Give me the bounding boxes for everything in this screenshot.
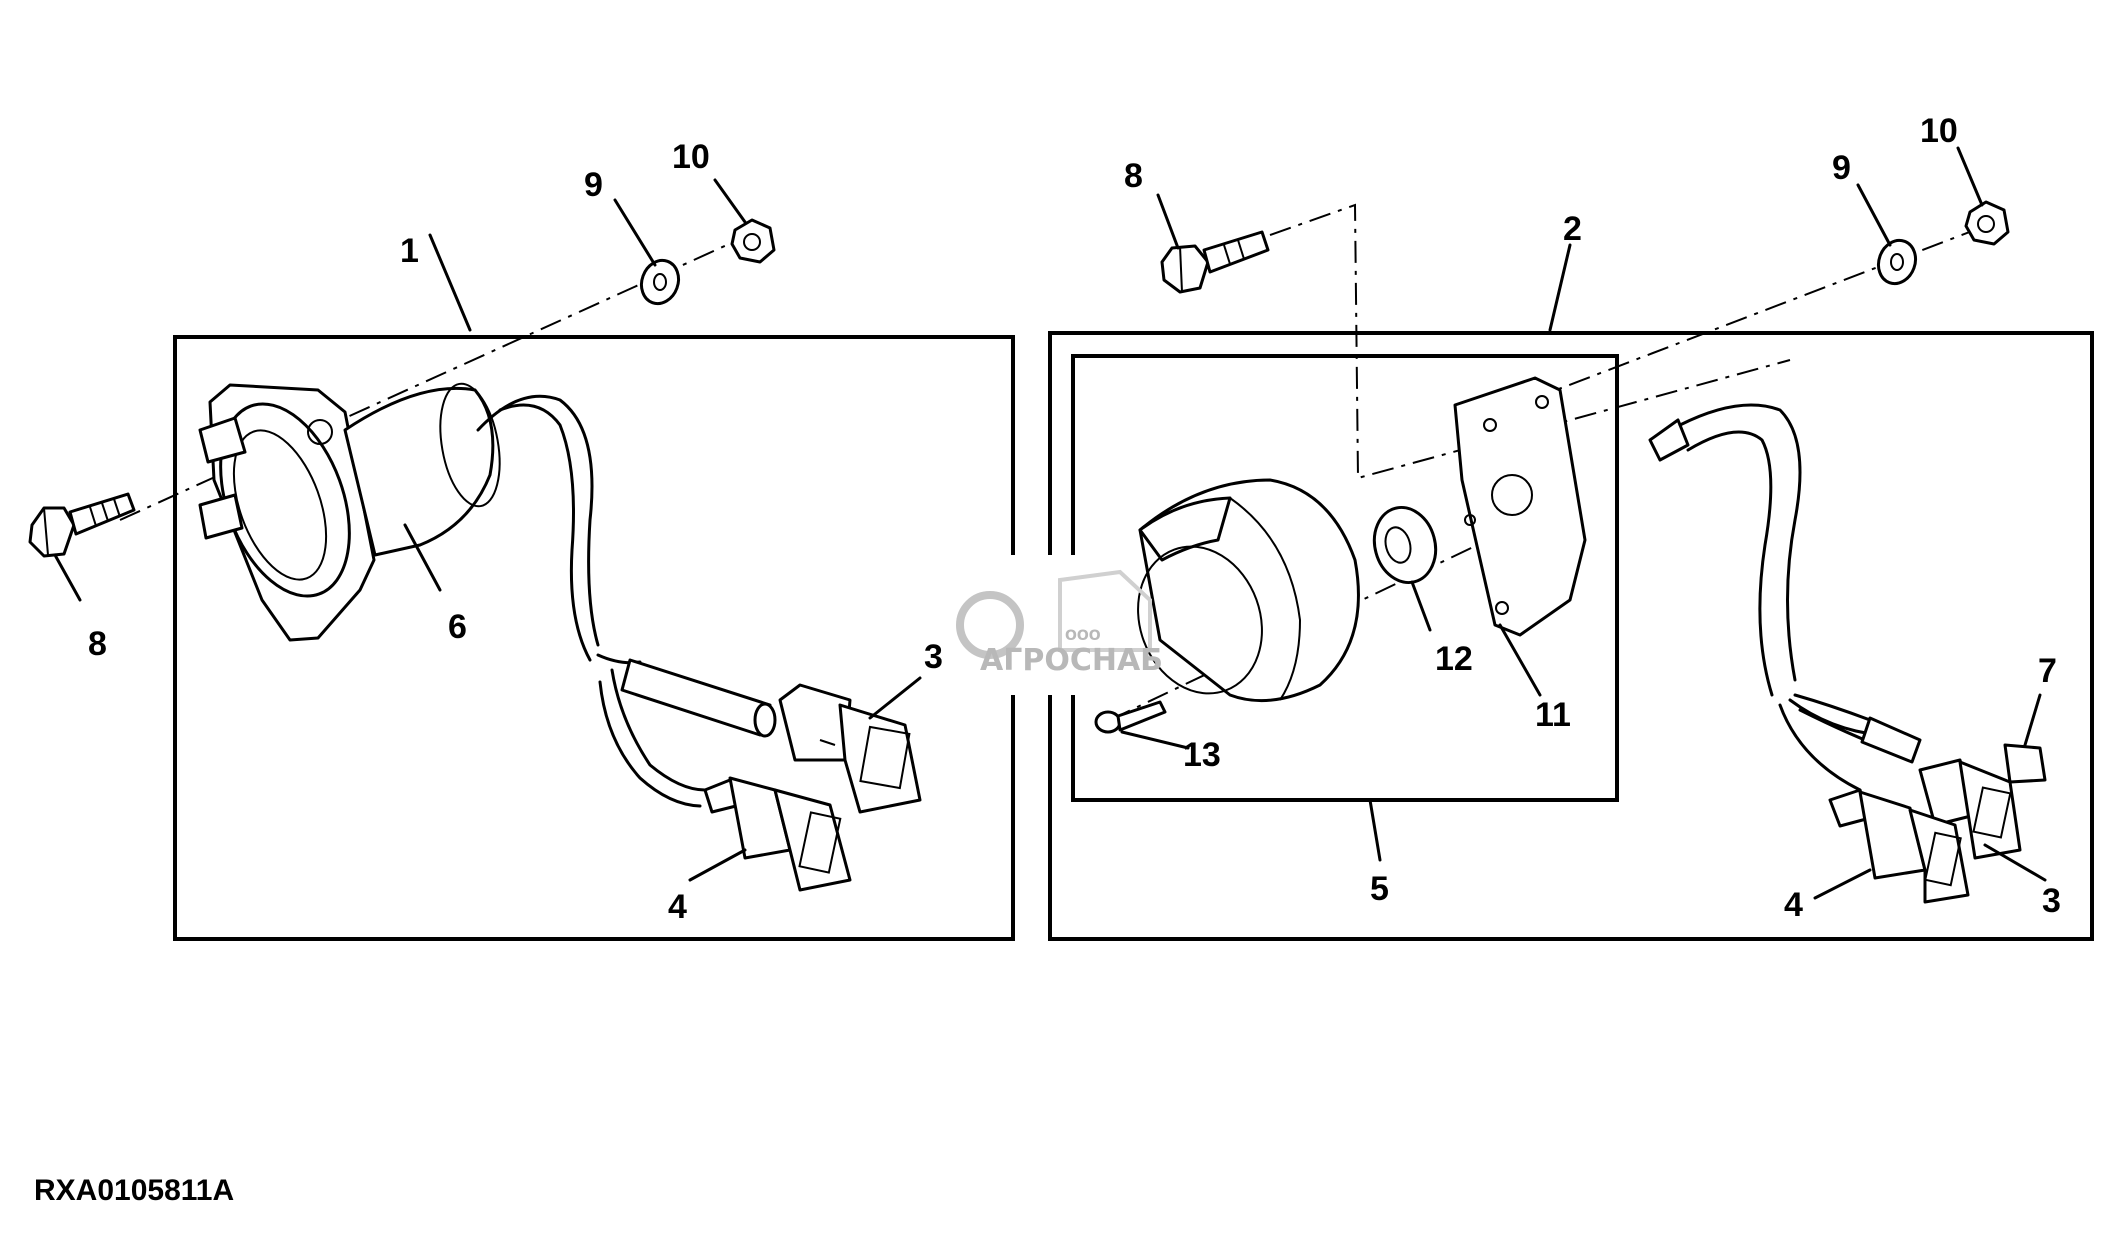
callout-6: 6 <box>448 608 467 646</box>
right-cap-icon <box>1860 716 2047 784</box>
right-nut-line <box>1529 227 1981 401</box>
callout-9-right: 9 <box>1832 149 1851 187</box>
watermark-prefix: ООО <box>1065 628 1101 644</box>
callout-4-right: 4 <box>1784 886 1803 924</box>
left-nut-icon <box>730 218 776 264</box>
callout-10-right: 10 <box>1920 112 1958 150</box>
callout-3-left: 3 <box>924 638 943 676</box>
right-grommet-icon <box>1372 505 1438 585</box>
callout-8-left: 8 <box>88 625 107 663</box>
left-connector-3-icon <box>778 683 922 814</box>
callout-1: 1 <box>400 232 419 270</box>
callout-5: 5 <box>1370 870 1389 908</box>
right-connector-3-icon <box>1918 758 2022 860</box>
callout-11: 11 <box>1535 696 1571 734</box>
right-socket-housing-icon <box>1137 478 1360 703</box>
callout-10-left: 10 <box>672 138 710 176</box>
left-washer-icon <box>639 258 681 306</box>
right-mounting-plate-icon <box>1453 376 1587 637</box>
left-splice-sleeve-icon <box>620 658 777 738</box>
right-nut-icon <box>1964 200 2010 246</box>
right-screw-line <box>1109 519 1531 721</box>
callout-7: 7 <box>2038 652 2057 690</box>
callout-12: 12 <box>1435 640 1473 678</box>
right-cable-icon <box>1648 403 1892 792</box>
left-connector-4-icon <box>703 776 852 892</box>
watermark-logo: ООО АГРОСНАБ <box>956 555 1163 695</box>
callout-8-right: 8 <box>1124 157 1143 195</box>
left-bolt-icon <box>28 492 136 558</box>
right-washer-icon <box>1876 238 1918 286</box>
right-bolt-icon <box>1160 230 1270 294</box>
callout-3-right: 3 <box>2042 882 2061 920</box>
callout-2: 2 <box>1563 210 1582 248</box>
callout-4-left: 4 <box>668 888 687 926</box>
right-bolt-line <box>1269 203 1791 480</box>
callout-13: 13 <box>1183 736 1221 774</box>
figure-code: RXA0105811A <box>34 1174 234 1207</box>
right-screw-icon <box>1094 700 1167 734</box>
right-connector-4-icon <box>1828 788 1970 904</box>
watermark-name: АГРОСНАБ <box>980 643 1163 678</box>
left-trailer-socket-icon <box>198 382 501 642</box>
callout-9-left: 9 <box>584 166 603 204</box>
left-cable-icon <box>476 394 707 808</box>
